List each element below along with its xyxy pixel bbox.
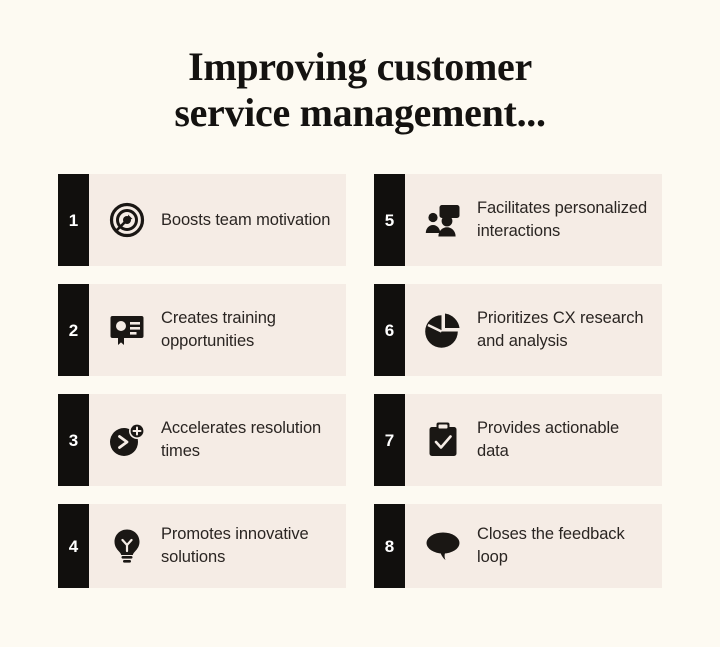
benefit-text-6: Prioritizes CX research and analysis: [477, 309, 644, 350]
benefit-number-5: 5: [384, 210, 395, 230]
people-speech-bubble-icon: [423, 200, 463, 240]
lightbulb-icon: [107, 526, 147, 566]
benefit-text-7: Provides actionable data: [477, 419, 620, 460]
page-title-line-1: Improving customer: [188, 44, 532, 89]
benefit-number-block-4: 4: [58, 504, 89, 588]
benefit-card-3[interactable]: 3 Accelerates resolution times: [58, 394, 346, 486]
pie-chart-icon: [423, 310, 463, 350]
benefit-number-6: 6: [384, 320, 395, 340]
page-title-line-2: service management...: [174, 90, 546, 135]
benefit-number-block-5: 5: [374, 174, 405, 266]
benefit-body-1: Boosts team motivation: [89, 174, 346, 266]
benefit-number-3: 3: [68, 430, 79, 450]
benefit-number-4: 4: [68, 536, 79, 556]
benefit-number-block-2: 2: [58, 284, 89, 376]
benefit-body-8: Closes the feedback loop: [405, 504, 662, 588]
benefit-text-2: Creates training opportunities: [161, 309, 276, 350]
benefit-text-4: Promotes innovative solutions: [161, 525, 309, 566]
benefit-card-5[interactable]: 5 Facilitates personalized interactions: [374, 174, 662, 266]
benefit-card-7[interactable]: 7 Provides actionable data: [374, 394, 662, 486]
benefit-number-2: 2: [68, 320, 79, 340]
benefit-body-2: Creates training opportunities: [89, 284, 346, 376]
certificate-icon: [107, 310, 147, 350]
benefit-text-8: Closes the feedback loop: [477, 525, 625, 566]
benefit-card-8[interactable]: 8 Closes the feedback loop: [374, 504, 662, 588]
speech-bubble-icon: [423, 526, 463, 566]
fast-forward-plus-icon: [107, 420, 147, 460]
benefit-text-1: Boosts team motivation: [161, 210, 331, 229]
benefit-body-4: Promotes innovative solutions: [89, 504, 346, 588]
benefits-grid: 1 Boosts team motivation 5: [58, 174, 662, 588]
benefit-text-5: Facilitates personalized interactions: [477, 199, 648, 240]
benefit-card-2[interactable]: 2 Creates training opportunities: [58, 284, 346, 376]
benefit-body-7: Provides actionable data: [405, 394, 662, 486]
clipboard-check-icon: [423, 420, 463, 460]
benefit-body-5: Facilitates personalized interactions: [405, 174, 662, 266]
target-bullseye-icon: [107, 200, 147, 240]
benefit-body-6: Prioritizes CX research and analysis: [405, 284, 662, 376]
benefit-number-block-1: 1: [58, 174, 89, 266]
benefit-number-block-3: 3: [58, 394, 89, 486]
benefit-number-7: 7: [384, 430, 395, 450]
benefit-body-3: Accelerates resolution times: [89, 394, 346, 486]
page-title: Improving customer service management...: [0, 44, 720, 136]
benefit-number-1: 1: [68, 210, 79, 230]
benefit-number-8: 8: [384, 536, 395, 556]
benefit-number-block-8: 8: [374, 504, 405, 588]
benefit-text-3: Accelerates resolution times: [161, 419, 322, 460]
benefit-card-6[interactable]: 6 Prioritizes CX research and analysis: [374, 284, 662, 376]
benefit-number-block-7: 7: [374, 394, 405, 486]
benefit-card-1[interactable]: 1 Boosts team motivation: [58, 174, 346, 266]
benefit-card-4[interactable]: 4 Promotes innovative solutions: [58, 504, 346, 588]
benefit-number-block-6: 6: [374, 284, 405, 376]
